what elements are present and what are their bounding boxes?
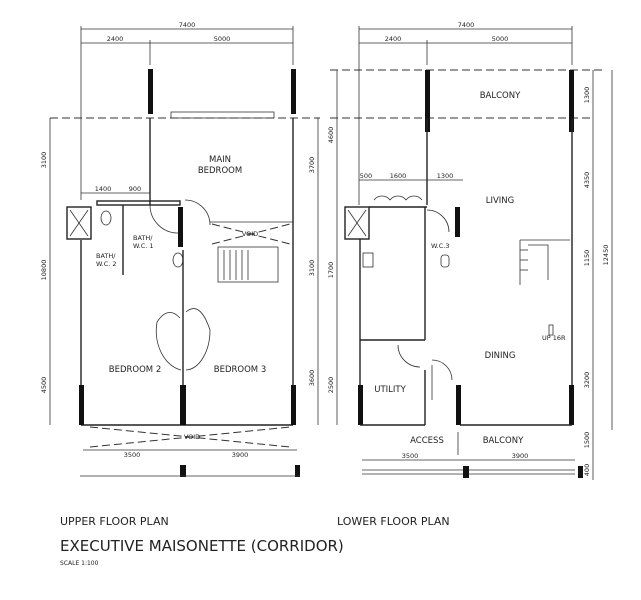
room-bath-wc1-line2: W.C. 1 [133,242,154,250]
dim-right-3100: 3100 [308,260,316,277]
dim-left-1700: 1700 [327,262,335,279]
room-bath-wc2-line1: BATH/ [96,252,116,260]
drawing-title: EXECUTIVE MAISONETTE (CORRIDOR) [60,537,344,555]
room-balcony-top: BALCONY [480,91,521,101]
dim-1400: 1400 [95,185,112,193]
lower-floor-plan: 7400 2400 5000 BALCONY LIVING 500 1600 1… [327,21,613,528]
dim-right-total: 12450 [602,245,610,266]
dim-1300: 1300 [437,172,454,180]
dim-3900: 3900 [232,451,249,459]
room-main-bedroom-line1: MAIN [209,155,231,165]
dim-right-3700: 3700 [308,157,316,174]
dim-2400: 2400 [107,35,124,43]
dim-left-10800: 10800 [40,260,48,281]
dim-right-3200: 3200 [583,372,591,389]
room-access: ACCESS [410,436,444,446]
room-balcony-bottom: BALCONY [483,436,524,446]
room-wc3: W.C.3 [431,242,450,250]
dim-3500: 3500 [124,451,141,459]
room-bedroom-2: BEDROOM 2 [109,365,161,375]
label-up-16r: UP 16R [542,334,566,342]
dim-5000: 5000 [492,35,509,43]
room-utility: UTILITY [374,385,406,395]
dim-right-4350: 4350 [583,172,591,189]
lower-floor-plan-label: LOWER FLOOR PLAN [337,515,450,528]
drawing-scale: SCALE 1:100 [60,560,99,567]
dim-left-2500: 2500 [327,377,335,394]
dim-total-width: 7400 [179,21,196,29]
dim-right-1300: 1300 [583,87,591,104]
dim-right-1500: 1500 [583,432,591,449]
dim-2400: 2400 [385,35,402,43]
room-bath-wc2-line2: W.C. 2 [96,260,117,268]
room-living: LIVING [486,196,515,206]
dim-3900: 3900 [512,452,529,460]
dim-left-4500: 4500 [40,377,48,394]
dim-3500: 3500 [402,452,419,460]
room-bath-wc1-line1: BATH/ [133,234,153,242]
upper-floor-plan: 7400 2400 5000 1400 900 MAIN BEDROOM BAT… [40,21,320,528]
dim-right-3600: 3600 [308,370,316,387]
dim-total-width: 7400 [458,21,475,29]
dim-900: 900 [129,185,141,193]
dim-right-400: 400 [583,464,591,476]
upper-floor-plan-label: UPPER FLOOR PLAN [60,515,169,528]
dim-left-4600: 4600 [327,127,335,144]
label-void-lower: VOID [184,433,200,441]
room-main-bedroom-line2: BEDROOM [198,166,242,176]
label-void-upper: VOID [242,230,258,238]
dim-5000: 5000 [214,35,231,43]
room-bedroom-3: BEDROOM 3 [214,365,266,375]
dim-left-3100: 3100 [40,152,48,169]
room-dining: DINING [485,351,516,361]
dim-right-1150: 1150 [583,250,591,267]
dim-500: 500 [360,172,372,180]
dim-1600: 1600 [390,172,407,180]
